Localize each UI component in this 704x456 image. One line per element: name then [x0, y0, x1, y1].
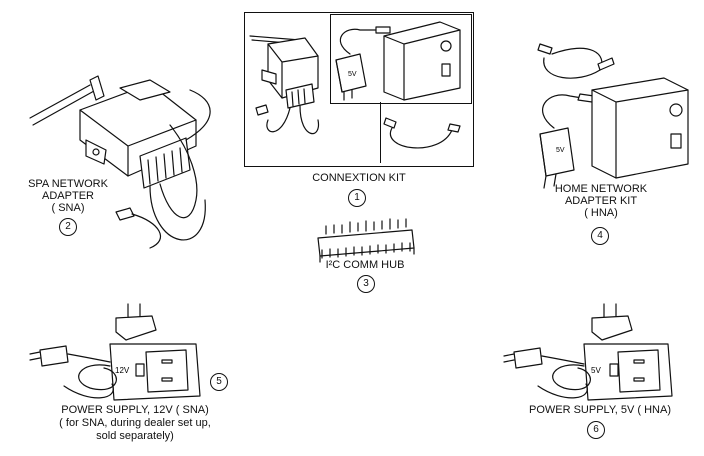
ps5-label: POWER SUPPLY, 5V ( HNA): [528, 404, 672, 416]
ps12-note-line2: sold separately): [96, 430, 174, 442]
kit-number-badge: 1: [348, 189, 366, 207]
hna-label-abbr: ( HNA): [584, 207, 618, 219]
sna-label-abbr: ( SNA): [51, 202, 85, 214]
connexion-kit-frame: [244, 12, 474, 167]
hna-label-line1: HOME NETWORK: [554, 183, 648, 195]
hna-adapter-voltage: 5V: [556, 147, 565, 154]
hna-number-badge: 4: [591, 227, 609, 245]
ps12-voltage: 12V: [115, 366, 130, 375]
hub-label: I²C COMM HUB: [325, 259, 405, 271]
sna-number-badge: 2: [59, 218, 77, 236]
ps12-number-badge: 5: [210, 373, 228, 391]
ps5-voltage: 5V: [591, 366, 601, 375]
kit-label: CONNEXTION KIT: [312, 172, 406, 184]
hub-number-badge: 3: [357, 275, 375, 293]
connexion-kit-cable-frame: [380, 102, 471, 163]
kit-adapter-voltage: 5V: [348, 71, 357, 78]
sna-label-line2: ADAPTER: [42, 190, 94, 202]
ps12-note-line1: ( for SNA, during dealer set up,: [59, 417, 211, 429]
hna-label-line2: ADAPTER KIT: [564, 195, 638, 207]
ps12-label: POWER SUPPLY, 12V ( SNA): [61, 404, 209, 416]
connexion-kit-inner-frame: [330, 14, 472, 104]
ps5-number-badge: 6: [587, 421, 605, 439]
sna-label-line1: SPA NETWORK: [28, 178, 108, 190]
